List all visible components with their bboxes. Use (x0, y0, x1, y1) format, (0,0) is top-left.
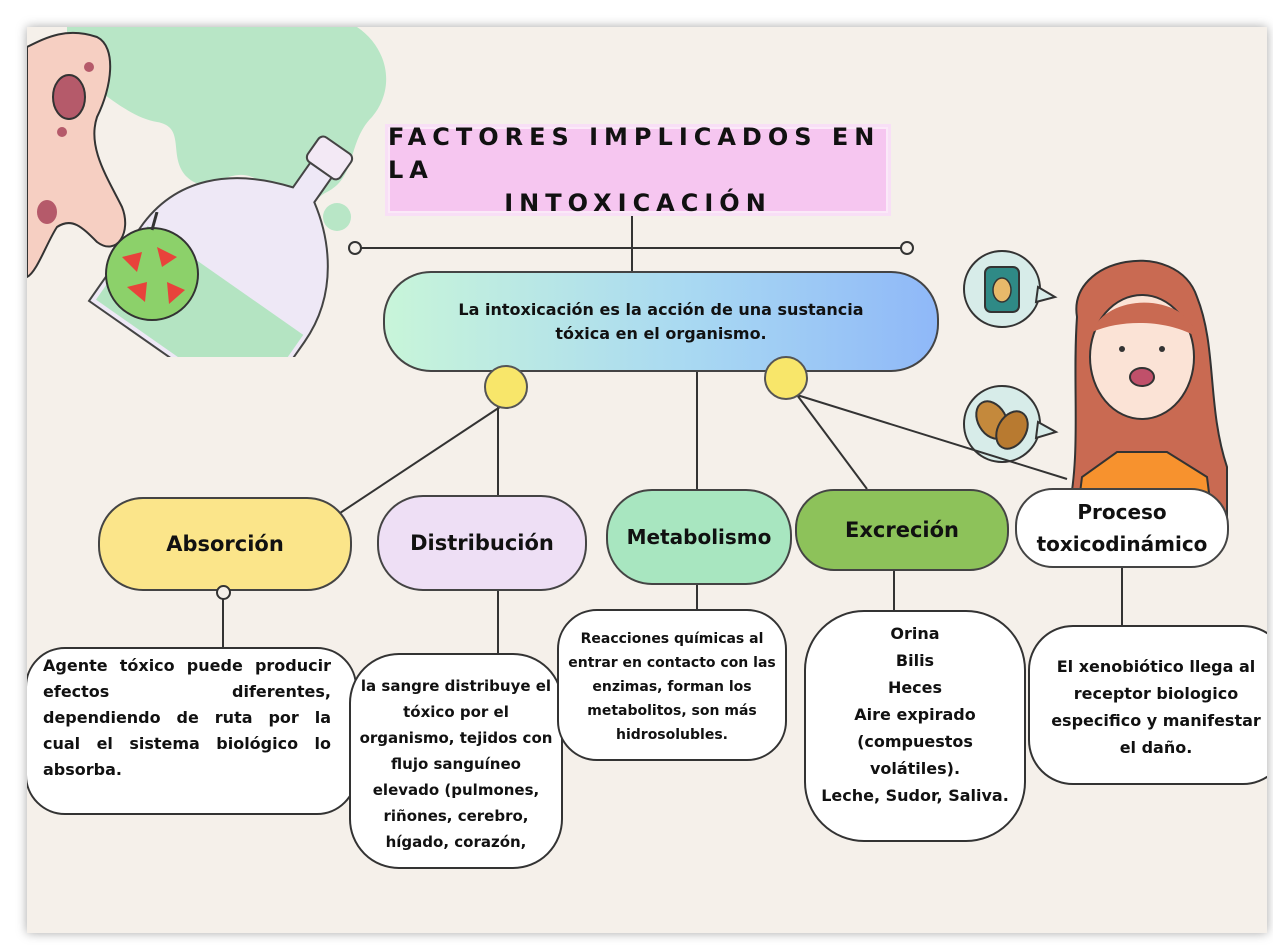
branch-excrecion-label: Excreción (845, 518, 959, 542)
central-concept-text: La intoxicación es la acción de una sust… (458, 299, 864, 343)
title-box: FACTORES IMPLICADOS EN LA INTOXICACIÓN (385, 122, 891, 217)
branch-proceso-toxicodinamico: Proceso toxicodinámico (1015, 488, 1229, 568)
branch-proceso-label: Proceso toxicodinámico (1036, 500, 1208, 556)
branch-absorcion-label: Absorción (166, 532, 284, 556)
left-connector-circle (484, 365, 528, 409)
excrecion-item: Orina (890, 624, 940, 643)
excrecion-item: (compuestos (857, 732, 973, 751)
hand-icon (27, 31, 127, 279)
desc-distribucion-text: la sangre distribuye el tóxico por el or… (359, 677, 553, 851)
excrecion-item: Aire expirado (854, 705, 976, 724)
desc-metabolismo: Reacciones químicas al entrar en contact… (557, 609, 787, 761)
desc-metabolismo-text: Reacciones químicas al entrar en contact… (568, 631, 776, 743)
mind-map-canvas: FACTORES IMPLICADOS EN LA INTOXICACIÓN L… (27, 27, 1267, 933)
connector-lines (222, 210, 1123, 654)
desc-absorcion-text: Agente tóxico puede producir efectos dif… (43, 656, 331, 779)
desc-excrecion: Orina Bilis Heces Aire expirado (compues… (804, 610, 1026, 842)
excrecion-item: Leche, Sudor, Saliva. (821, 786, 1009, 805)
branch-distribucion-label: Distribución (410, 531, 554, 555)
branch-distribucion: Distribución (377, 495, 587, 591)
desc-distribucion: la sangre distribuye el tóxico por el or… (349, 653, 563, 869)
excrecion-item: Heces (887, 678, 943, 697)
central-concept: La intoxicación es la acción de una sust… (383, 271, 939, 372)
desc-proceso-text: El xenobiótico llega al receptor biologi… (1051, 657, 1261, 757)
desc-absorcion: Agente tóxico puede producir efectos dif… (27, 647, 357, 815)
title-line-1: FACTORES IMPLICADOS EN LA (388, 122, 881, 184)
branch-metabolismo: Metabolismo (606, 489, 792, 585)
peanuts-icon (963, 385, 1059, 463)
poisoned-apple-icon (105, 212, 199, 321)
desc-proceso-toxicodinamico: El xenobiótico llega al receptor biologi… (1028, 625, 1267, 785)
peanut-jar-icon (963, 250, 1058, 328)
absorcion-connector-dot (216, 585, 231, 600)
branch-excrecion: Excreción (795, 489, 1009, 571)
excrecion-item: Bilis (895, 651, 935, 670)
title-line-2: INTOXICACIÓN (504, 188, 772, 217)
branch-absorcion: Absorción (98, 497, 352, 591)
branch-metabolismo-label: Metabolismo (626, 525, 772, 549)
right-connector-circle (764, 356, 808, 400)
excrecion-item: volátiles). (869, 759, 961, 778)
